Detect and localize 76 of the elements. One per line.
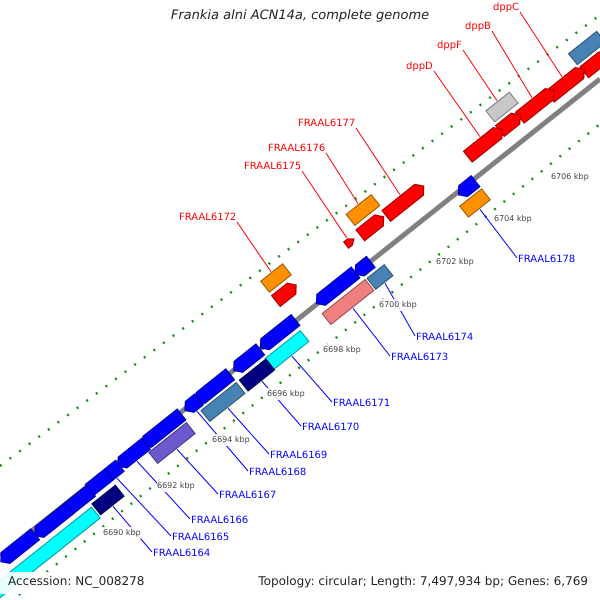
gene-segment	[579, 51, 600, 79]
gene-label: FRAAL6169	[270, 450, 328, 462]
gene-label: FRAAL6176	[268, 143, 326, 155]
scale-label: 6698 kbp	[323, 344, 361, 356]
scale-label: 6694 kbp	[212, 434, 250, 446]
leader-line	[356, 128, 401, 196]
gene-label: FRAAL6168	[249, 467, 306, 479]
scale-label: 6704 kbp	[494, 213, 532, 225]
gene-segment	[184, 393, 204, 413]
gene-label: FRAAL6165	[172, 532, 230, 544]
scale-label: 6700 kbp	[379, 299, 417, 311]
gene-segment	[462, 127, 503, 163]
gene-segment	[494, 112, 521, 138]
scale-label: 6696 kbp	[267, 388, 305, 400]
title: Frankia alni ACN14a, complete genome	[170, 10, 430, 22]
gene-block	[260, 263, 292, 293]
gene-segment	[0, 528, 40, 564]
gene-segment	[195, 368, 236, 404]
gene-label: FRAAL6166	[191, 515, 248, 527]
leader-line	[302, 170, 348, 239]
leader-line	[291, 356, 332, 402]
gene-segment	[34, 502, 74, 538]
scale-label: 6706 kbp	[551, 171, 589, 183]
gene-label: FRAAL6173	[391, 352, 448, 364]
gene-label: dppB	[465, 21, 491, 33]
gene-segment	[342, 238, 355, 249]
scale-label: 6692 kbp	[157, 480, 195, 492]
gene-block	[345, 194, 381, 226]
gene-block	[366, 264, 394, 290]
leader-line	[176, 448, 218, 494]
leader-line	[462, 50, 498, 102]
gene-label: FRAAL6170	[302, 422, 360, 434]
gene-block	[264, 330, 310, 370]
gene-label: dppD	[406, 61, 433, 73]
leader-line	[326, 152, 359, 204]
scale-label: 6690 kbp	[103, 527, 141, 539]
gene-segment	[354, 256, 376, 276]
gene-segment	[233, 343, 266, 373]
gene-label: dppF	[437, 40, 462, 52]
leader-line	[136, 460, 190, 520]
gene-block	[568, 30, 600, 66]
gene-block	[148, 422, 196, 464]
gene-block	[321, 278, 375, 326]
gene-segment	[270, 282, 297, 308]
gene-segment	[316, 266, 361, 306]
gene-label: FRAAL6164	[153, 548, 210, 560]
gene-segment	[458, 174, 481, 198]
gene-label: FRAAL6172	[179, 212, 236, 224]
gene-label: FRAAL6177	[298, 118, 356, 130]
gene-label: dppC	[493, 2, 520, 14]
gene-label: FRAAL6167	[219, 490, 276, 502]
gene-block	[238, 358, 276, 392]
gene-segment	[514, 88, 555, 124]
gene-segment	[117, 438, 152, 468]
genome-stats-text: Topology: circular; Length: 7,497,934 bp; Genes: 6,769	[258, 574, 588, 588]
leader-line	[520, 12, 563, 78]
gene-block	[458, 188, 492, 218]
gene-block	[485, 91, 519, 123]
leader-line	[352, 308, 390, 356]
leader-line	[434, 70, 481, 138]
scale-label: 6702 kbp	[436, 256, 474, 268]
gene-label: FRAAL6171	[333, 398, 390, 410]
gene-block	[91, 484, 125, 516]
leader-line	[492, 30, 533, 98]
leader-line	[236, 222, 272, 272]
gene-segment	[260, 314, 301, 350]
gene-label: FRAAL6178	[518, 254, 576, 266]
gene-segment	[142, 408, 187, 448]
gene-label: FRAAL6174	[416, 332, 474, 344]
leader-line	[116, 478, 172, 536]
gene-label: FRAAL6175	[244, 161, 302, 173]
leader-line	[479, 208, 518, 258]
gene-block	[200, 382, 246, 422]
leader-line	[227, 408, 270, 454]
gene-segment	[355, 214, 384, 242]
gene-segment	[381, 184, 424, 222]
